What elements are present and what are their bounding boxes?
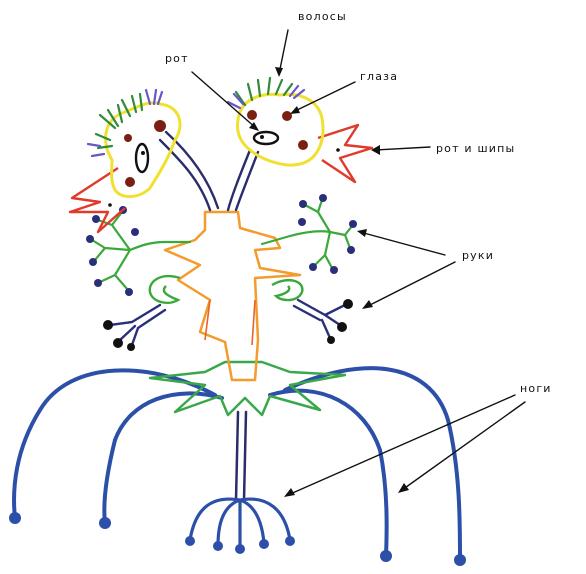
leg-far-right-foot	[454, 554, 466, 566]
right-head	[228, 78, 372, 182]
leg-left	[104, 393, 222, 523]
label-mouth: рот	[165, 52, 189, 65]
central-stalk	[236, 412, 246, 500]
leg-left-foot	[99, 517, 111, 529]
central-tentacles	[190, 499, 290, 548]
pelvis	[150, 362, 345, 415]
tentacle-tip	[285, 536, 295, 546]
label-mouth-and-spikes: рот и шипы	[436, 142, 515, 155]
neck-left	[160, 132, 218, 210]
neck-right	[228, 150, 258, 210]
label-hair: волосы	[298, 10, 347, 23]
label-legs: ноги	[520, 382, 552, 395]
leg-far-left-foot	[9, 512, 21, 524]
leg-far-right	[285, 368, 460, 560]
eye	[298, 140, 308, 150]
eye	[247, 110, 257, 120]
right-head-outline	[238, 94, 324, 165]
right-head-mouth	[254, 132, 278, 144]
tentacle-tip	[235, 544, 245, 554]
left-head-mouth	[136, 144, 148, 172]
eye	[125, 177, 135, 187]
eye	[154, 120, 166, 132]
left-head-hair	[96, 94, 142, 148]
eye	[282, 111, 292, 121]
label-eyes: глаза	[360, 70, 398, 83]
eye	[124, 134, 132, 142]
tentacle-tip	[259, 539, 269, 549]
leg-right-foot	[380, 550, 392, 562]
legs	[9, 368, 466, 566]
tentacle-tip	[213, 541, 223, 551]
right-head-spikes	[318, 125, 372, 182]
tentacle-tip	[185, 536, 195, 546]
right-head-hair	[236, 78, 292, 105]
label-arms: руки	[462, 249, 494, 262]
right-arm	[262, 194, 357, 344]
